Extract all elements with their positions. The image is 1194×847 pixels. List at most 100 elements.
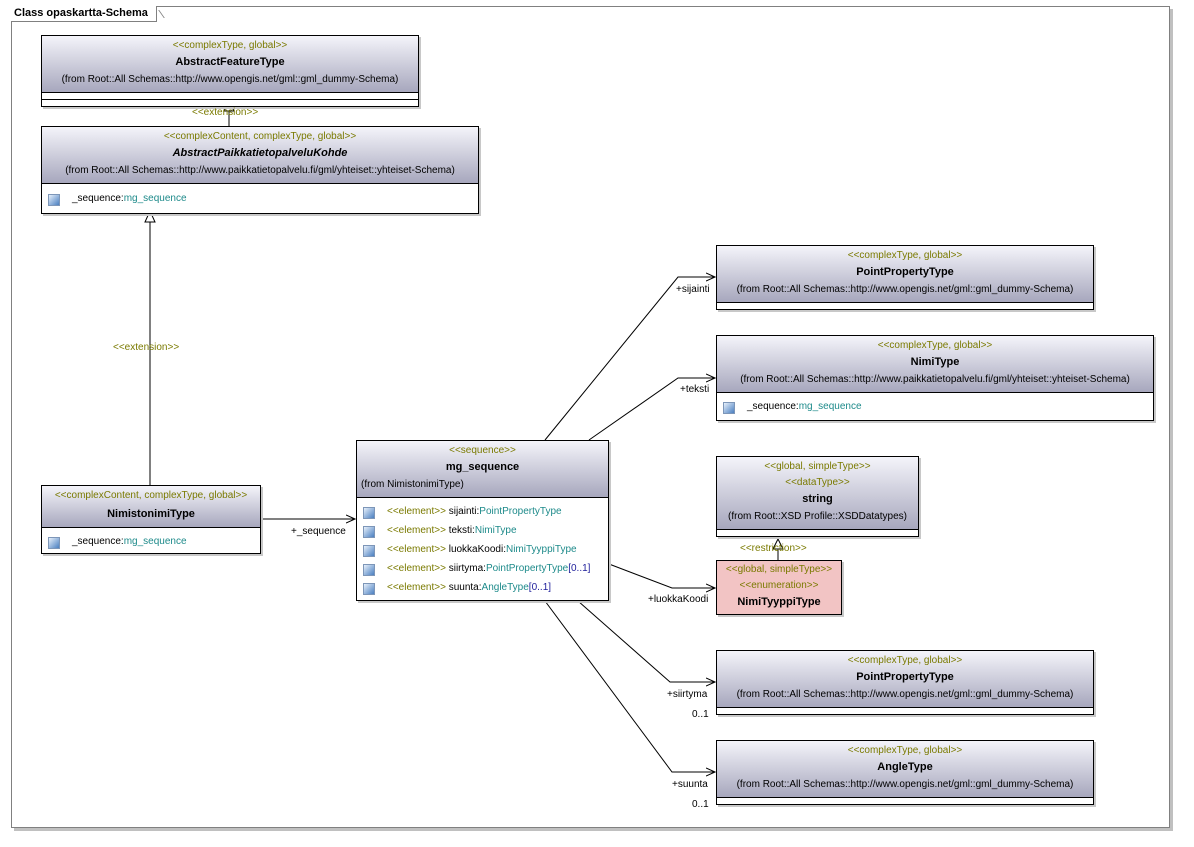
luokkakoodi-role-label: +luokkaKoodi xyxy=(648,594,708,605)
class-header: <<sequence>> mg_sequence (from Nimistoni… xyxy=(357,441,608,498)
stereotype: <<complexType, global>> xyxy=(46,38,414,54)
class-header: <<complexType, global>> PointPropertyTyp… xyxy=(717,246,1093,303)
attribute-type: mg_sequence xyxy=(124,193,187,204)
class-abstract-paikkatietopalvelu-kohde[interactable]: <<complexContent, complexType, global>> … xyxy=(41,126,479,214)
namespace: (from Root::XSD Profile::XSDDatatypes) xyxy=(721,508,914,526)
attribute-row[interactable]: _sequence:mg_sequence xyxy=(42,189,478,208)
attributes-compartment xyxy=(717,303,1093,309)
class-angle-type[interactable]: <<complexType, global>> AngleType (from … xyxy=(716,740,1094,805)
diagram-title: Class opaskartta-Schema xyxy=(11,6,157,22)
attribute-row[interactable]: _sequence:mg_sequence xyxy=(42,532,260,551)
class-header: <<complexContent, complexType, global>> … xyxy=(42,127,478,184)
class-abstract-feature-type[interactable]: <<complexType, global>> AbstractFeatureT… xyxy=(41,35,419,107)
sequence-role-label: +_sequence xyxy=(291,526,346,537)
namespace: (from Root::All Schemas::http://www.open… xyxy=(721,686,1089,704)
luokka-connector xyxy=(609,564,715,588)
namespace: (from Root::All Schemas::http://www.open… xyxy=(721,281,1089,299)
element-row-teksti[interactable]: <<element>> teksti:NimiType xyxy=(357,521,608,540)
siirtyma-connector xyxy=(578,601,715,682)
attribute-type: mg_sequence xyxy=(124,536,187,547)
element-name: sijainti: xyxy=(446,506,479,517)
class-header: <<complexType, global>> AbstractFeatureT… xyxy=(42,36,418,93)
element-type: NimiTyyppiType xyxy=(506,544,577,555)
namespace: (from Root::All Schemas::http://www.paik… xyxy=(721,371,1149,389)
extension-label-top: <<extension>> xyxy=(192,107,258,118)
element-type: NimiType xyxy=(475,525,517,536)
element-row-siirtyma[interactable]: <<element>> siirtyma:PointPropertyType[0… xyxy=(357,559,608,578)
class-string[interactable]: <<global, simpleType>> <<dataType>> stri… xyxy=(716,456,919,537)
suunta-multiplicity: 0..1 xyxy=(692,799,709,810)
extension-label-mid: <<extension>> xyxy=(113,342,179,353)
attribute-name: _sequence: xyxy=(747,401,799,412)
stereotype-secondary: <<enumeration>> xyxy=(719,578,839,594)
attributes-compartment xyxy=(717,530,918,536)
class-nimi-type[interactable]: <<complexType, global>> NimiType (from R… xyxy=(716,335,1154,421)
class-name: AbstractPaikkatietopalveluKohde xyxy=(46,145,474,162)
element-name: suunta: xyxy=(446,582,482,593)
element-stereotype: <<element>> xyxy=(387,506,446,517)
attributes-compartment xyxy=(42,93,418,100)
element-stereotype: <<element>> xyxy=(387,582,446,593)
element-row-sijainti[interactable]: <<element>> sijainti:PointPropertyType xyxy=(357,502,608,521)
attribute-icon xyxy=(48,194,60,206)
element-stereotype: <<element>> xyxy=(387,544,446,555)
attribute-icon xyxy=(723,402,735,414)
element-icon xyxy=(363,583,375,595)
element-row-luokkakoodi[interactable]: <<element>> luokkaKoodi:NimiTyyppiType xyxy=(357,540,608,559)
suunta-role-label: +suunta xyxy=(672,779,708,790)
class-name: AbstractFeatureType xyxy=(46,54,414,71)
element-icon xyxy=(363,526,375,538)
class-name: PointPropertyType xyxy=(721,669,1089,686)
element-icon xyxy=(363,545,375,557)
stereotype: <<global, simpleType>> xyxy=(721,459,914,475)
attribute-type: mg_sequence xyxy=(799,401,862,412)
attribute-name: _sequence: xyxy=(72,536,124,547)
element-name: luokkaKoodi: xyxy=(446,544,506,555)
class-header: <<global, simpleType>> <<dataType>> stri… xyxy=(717,457,918,530)
namespace: (from NimistonimiType) xyxy=(361,476,604,494)
class-point-property-type-siirtyma[interactable]: <<complexType, global>> PointPropertyTyp… xyxy=(716,650,1094,715)
operations-compartment xyxy=(42,100,418,106)
suunta-connector xyxy=(545,601,715,772)
stereotype-secondary: <<dataType>> xyxy=(721,475,914,491)
class-point-property-type-sijainti[interactable]: <<complexType, global>> PointPropertyTyp… xyxy=(716,245,1094,310)
class-name: mg_sequence xyxy=(361,459,604,476)
siirtyma-role-label: +siirtyma xyxy=(667,689,707,700)
element-type: AngleType xyxy=(482,582,529,593)
class-name: PointPropertyType xyxy=(721,264,1089,281)
element-icon xyxy=(363,507,375,519)
namespace: (from Root::All Schemas::http://www.open… xyxy=(721,776,1089,794)
attributes-compartment xyxy=(717,708,1093,714)
attributes-compartment: _sequence:mg_sequence xyxy=(42,184,478,213)
class-header: <<complexType, global>> PointPropertyTyp… xyxy=(717,651,1093,708)
element-row-suunta[interactable]: <<element>> suunta:AngleType[0..1] xyxy=(357,578,608,597)
stereotype: <<global, simpleType>> xyxy=(719,562,839,578)
sijainti-connector xyxy=(545,277,715,440)
sijainti-role-label: +sijainti xyxy=(676,284,710,295)
element-name: teksti: xyxy=(446,525,475,536)
element-multiplicity: [0..1] xyxy=(568,563,590,574)
element-icon xyxy=(363,564,375,576)
elements-compartment: <<element>> sijainti:PointPropertyType <… xyxy=(357,498,608,600)
attribute-icon xyxy=(48,537,60,549)
stereotype: <<complexContent, complexType, global>> xyxy=(46,488,256,504)
class-nimistonimi-type[interactable]: <<complexContent, complexType, global>> … xyxy=(41,485,261,554)
attributes-compartment: _sequence:mg_sequence xyxy=(717,393,1153,420)
stereotype: <<complexType, global>> xyxy=(721,743,1089,759)
element-stereotype: <<element>> xyxy=(387,563,446,574)
class-header: <<global, simpleType>> <<enumeration>> N… xyxy=(717,561,841,614)
stereotype: <<complexContent, complexType, global>> xyxy=(46,129,474,145)
class-header: <<complexType, global>> AngleType (from … xyxy=(717,741,1093,798)
element-stereotype: <<element>> xyxy=(387,525,446,536)
class-name: NimiTyyppiType xyxy=(719,594,839,611)
attributes-compartment: _sequence:mg_sequence xyxy=(42,528,260,553)
element-type: PointPropertyType xyxy=(486,563,568,574)
class-nimityyppi-type[interactable]: <<global, simpleType>> <<enumeration>> N… xyxy=(716,560,842,615)
attribute-row[interactable]: _sequence:mg_sequence xyxy=(717,397,1153,416)
stereotype: <<complexType, global>> xyxy=(721,338,1149,354)
class-mg-sequence[interactable]: <<sequence>> mg_sequence (from Nimistoni… xyxy=(356,440,609,601)
namespace: (from Root::All Schemas::http://www.paik… xyxy=(46,162,474,180)
attribute-name: _sequence: xyxy=(72,193,124,204)
siirtyma-multiplicity: 0..1 xyxy=(692,709,709,720)
class-name: string xyxy=(721,491,914,508)
